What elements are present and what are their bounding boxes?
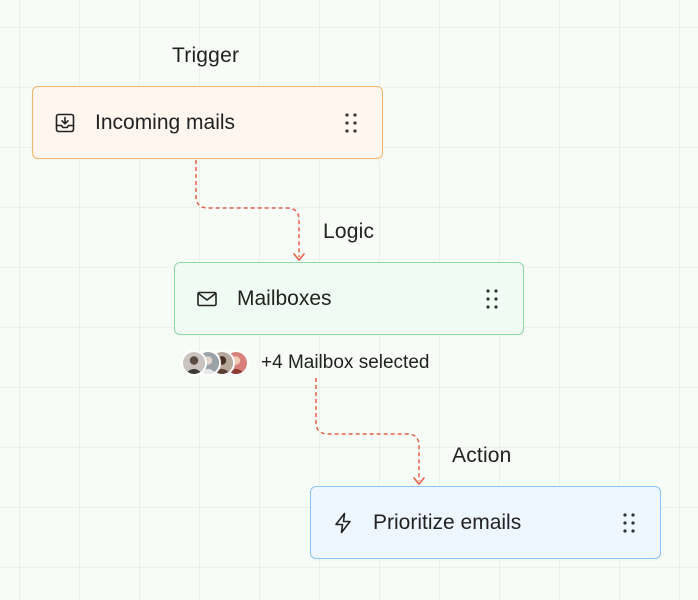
lightning-icon [331,511,355,535]
connector-trigger-to-logic [195,160,300,257]
mail-icon [195,287,219,311]
drag-handle-icon[interactable] [344,112,358,134]
action-node[interactable]: Prioritize emails [310,486,661,559]
avatar-group [181,349,251,377]
action-node-label: Prioritize emails [373,510,522,534]
logic-node[interactable]: Mailboxes [174,262,524,335]
arrowhead-action [413,477,425,485]
drag-handle-icon[interactable] [485,288,499,310]
inbox-download-icon [53,111,77,135]
trigger-stage-label: Trigger [172,44,240,67]
drag-handle-icon[interactable] [622,512,636,534]
trigger-node[interactable]: Incoming mails [32,86,383,159]
arrowhead-logic [293,253,305,261]
logic-stage-label: Logic [323,220,375,243]
mailbox-selected-count: +4 Mailbox selected [261,352,430,373]
trigger-node-label: Incoming mails [95,110,236,134]
connector-logic-to-action [315,378,420,481]
avatar [181,350,207,376]
mailbox-summary[interactable]: +4 Mailbox selected [181,348,429,378]
logic-node-label: Mailboxes [237,286,332,310]
action-stage-label: Action [452,444,512,467]
